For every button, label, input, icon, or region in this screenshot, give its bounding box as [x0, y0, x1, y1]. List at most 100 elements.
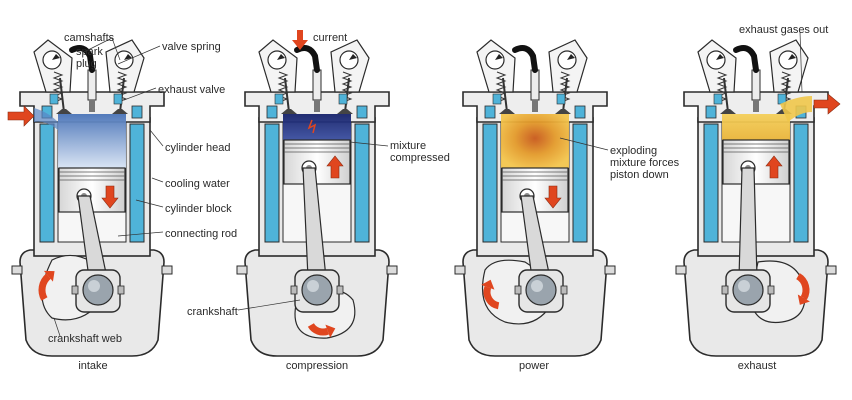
port-water	[492, 93, 502, 105]
flange-right	[161, 265, 173, 275]
cooling-water-right	[129, 123, 145, 243]
port-water	[556, 93, 566, 105]
valve-head	[499, 109, 515, 114]
crank-rotation-arrow-head	[481, 279, 495, 290]
connecting-rod	[738, 167, 758, 279]
crank-rotation-arrow-head	[43, 270, 55, 282]
spark-plug	[312, 69, 322, 101]
combustion-chamber	[283, 114, 351, 140]
leader-line	[117, 231, 164, 237]
spark-plug-lead	[294, 45, 320, 73]
spark-plug-lead	[512, 45, 538, 73]
port-water	[338, 93, 348, 105]
valve-head	[555, 109, 571, 114]
head-water-right	[131, 105, 143, 119]
camshaft-hub	[277, 54, 285, 60]
valve-stem	[502, 77, 508, 113]
leader-line	[117, 45, 161, 65]
exhaust-port-gas	[780, 96, 812, 122]
intake-port-gas	[34, 108, 58, 130]
valve-head	[281, 109, 297, 114]
piston-direction-arrow	[544, 185, 562, 209]
leader-line	[559, 137, 609, 151]
valve-stem	[59, 77, 65, 113]
camshaft-hub	[788, 54, 796, 60]
engine-exhaust	[675, 39, 837, 357]
combustion-chamber	[501, 114, 569, 168]
valve-stem	[723, 77, 729, 113]
piston-direction-arrow	[765, 155, 783, 179]
valve-head	[112, 109, 128, 114]
leader-line	[135, 199, 164, 208]
port-water	[713, 93, 723, 105]
combustion-chamber	[722, 114, 790, 140]
cooling-water-left	[264, 123, 280, 243]
spark-plug-lead	[69, 45, 95, 73]
label-cylinder-head: cylinder head	[165, 142, 231, 154]
flange-left	[236, 265, 248, 275]
valve-stem	[284, 77, 290, 113]
cooling-water-left	[703, 123, 719, 243]
crankpin-highlight	[88, 280, 100, 292]
crankpin-highlight	[738, 280, 750, 292]
rod-bolt-left	[721, 285, 729, 295]
caption-compression: compression	[285, 360, 349, 372]
piston-direction-arrow	[326, 155, 344, 179]
caption-power: power	[519, 360, 549, 372]
crankpin-highlight	[307, 280, 319, 292]
label-crankshaft: crankshaft	[187, 306, 238, 318]
rod-bolt-right	[767, 285, 775, 295]
valve-head	[56, 109, 72, 114]
cooling-water-left	[482, 123, 498, 243]
camshaft-hub	[716, 54, 724, 60]
engine-power	[454, 39, 616, 357]
label-cooling-water: cooling water	[165, 178, 230, 190]
flange-right	[825, 265, 837, 275]
crank-rotation-arrow-shaft	[307, 322, 329, 336]
head-water-right	[574, 105, 586, 119]
label-exploding-mixture: exploding mixture forces piston down	[610, 145, 680, 181]
camshaft-hub	[52, 54, 60, 60]
flange-right	[386, 265, 398, 275]
leader-line	[151, 177, 164, 183]
crank-rotation-arrow-head	[797, 294, 810, 305]
spark-plug-tip	[314, 100, 320, 112]
head-water-right	[356, 105, 368, 119]
crankpin-highlight	[531, 280, 543, 292]
label-crankshaft-web: crankshaft web	[48, 333, 122, 345]
cooling-water-left	[39, 123, 55, 243]
flange-left	[454, 265, 466, 275]
rod-bolt-right	[117, 285, 125, 295]
leader-line	[83, 37, 113, 53]
port-water	[49, 93, 59, 105]
rod-bolt-right	[560, 285, 568, 295]
piston-direction-arrow	[101, 185, 119, 209]
spark-plug	[87, 69, 97, 101]
label-exhaust-valve: exhaust valve	[158, 84, 226, 96]
camshaft-hub	[495, 54, 503, 60]
label-spark-plug: spark plug	[76, 46, 103, 70]
leader-line	[349, 141, 389, 147]
exhaust-arrow	[813, 93, 841, 115]
label-valve-spring: valve spring	[162, 41, 221, 53]
combustion-chamber	[58, 114, 126, 168]
spark-indicator	[307, 119, 317, 134]
crank-rotation-arrow-shaft	[38, 273, 51, 301]
label-current: current	[313, 32, 348, 44]
camshaft-hub	[349, 54, 357, 60]
spark-plug	[751, 69, 761, 101]
port-water	[274, 93, 284, 105]
spark-plug-tip	[753, 100, 759, 112]
spark-plug-lead	[733, 45, 759, 73]
leader-line	[111, 37, 121, 61]
label-cylinder-block: cylinder block	[165, 203, 232, 215]
crank-rotation-arrow-shaft	[483, 286, 500, 310]
head-water-left	[705, 105, 717, 119]
caption-intake: intake	[78, 360, 108, 372]
rod-bolt-right	[336, 285, 344, 295]
rod-bolt-left	[71, 285, 79, 295]
leader-line	[799, 31, 803, 93]
head-water-left	[266, 105, 278, 119]
spark-plug-tip	[532, 100, 538, 112]
